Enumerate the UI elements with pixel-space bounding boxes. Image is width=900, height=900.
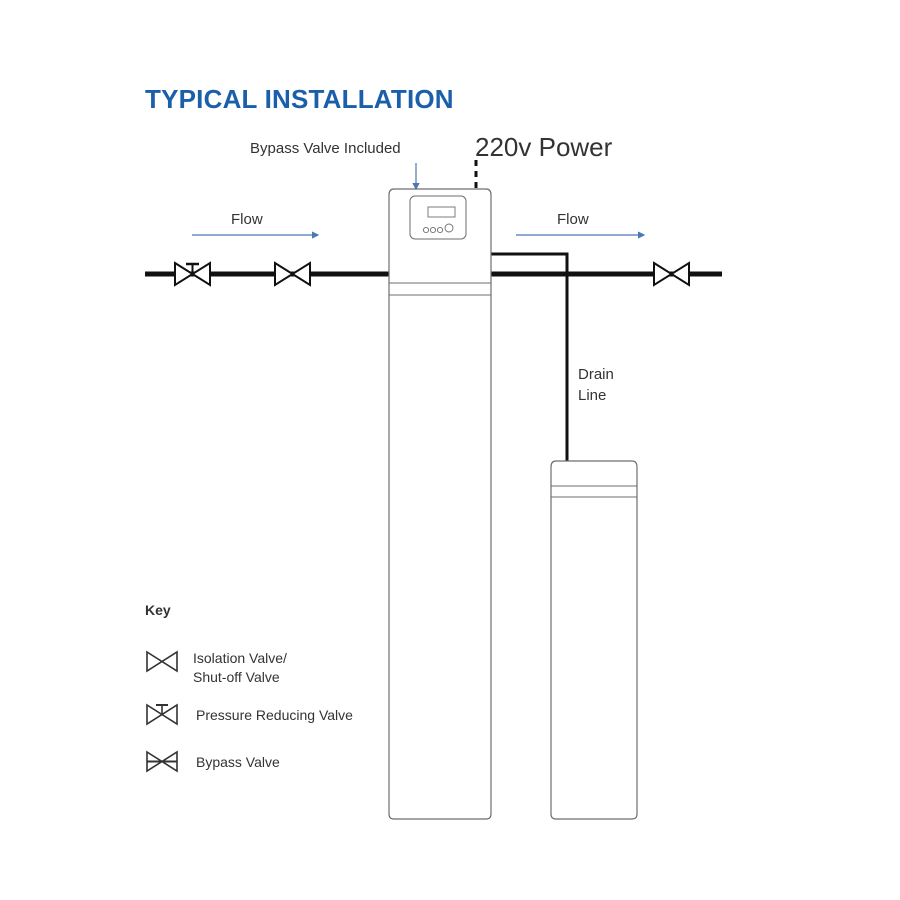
brine-tank (550, 460, 638, 820)
isolation-valve-icon (274, 261, 311, 287)
key-pressure-reducing-valve-label: Pressure Reducing Valve (196, 707, 353, 723)
key-title: Key (145, 602, 171, 618)
key-bypass-valve-label: Bypass Valve (196, 754, 280, 770)
drain-line (490, 252, 569, 462)
key-bypass-valve-icon (146, 750, 178, 773)
drain-line-label-line2: Line (578, 387, 607, 404)
pressure-reducing-valve-icon (174, 261, 211, 287)
key-pressure-reducing-valve-icon (146, 703, 178, 726)
power-label: 220v Power (475, 132, 613, 162)
bypass-valve-label: Bypass Valve Included (250, 140, 401, 157)
flow-label-right: Flow (557, 211, 589, 228)
softener-unit (388, 188, 492, 820)
control-panel (409, 195, 467, 240)
key-isolation-valve-label-line2: Shut-off Valve (193, 669, 280, 685)
control-button-4 (444, 223, 454, 233)
control-display (427, 206, 456, 218)
control-button-2 (429, 226, 437, 234)
softener-tank (388, 188, 492, 820)
control-button-1 (422, 226, 430, 234)
flow-label-left: Flow (231, 211, 263, 228)
key-isolation-valve-icon (146, 650, 178, 673)
isolation-valve-icon (653, 261, 690, 287)
control-button-3 (436, 226, 444, 234)
page-title: TYPICAL INSTALLATION (145, 84, 454, 114)
key-isolation-valve-label-line1: Isolation Valve/ (193, 650, 287, 666)
drain-line-label-line1: Drain (578, 366, 614, 383)
